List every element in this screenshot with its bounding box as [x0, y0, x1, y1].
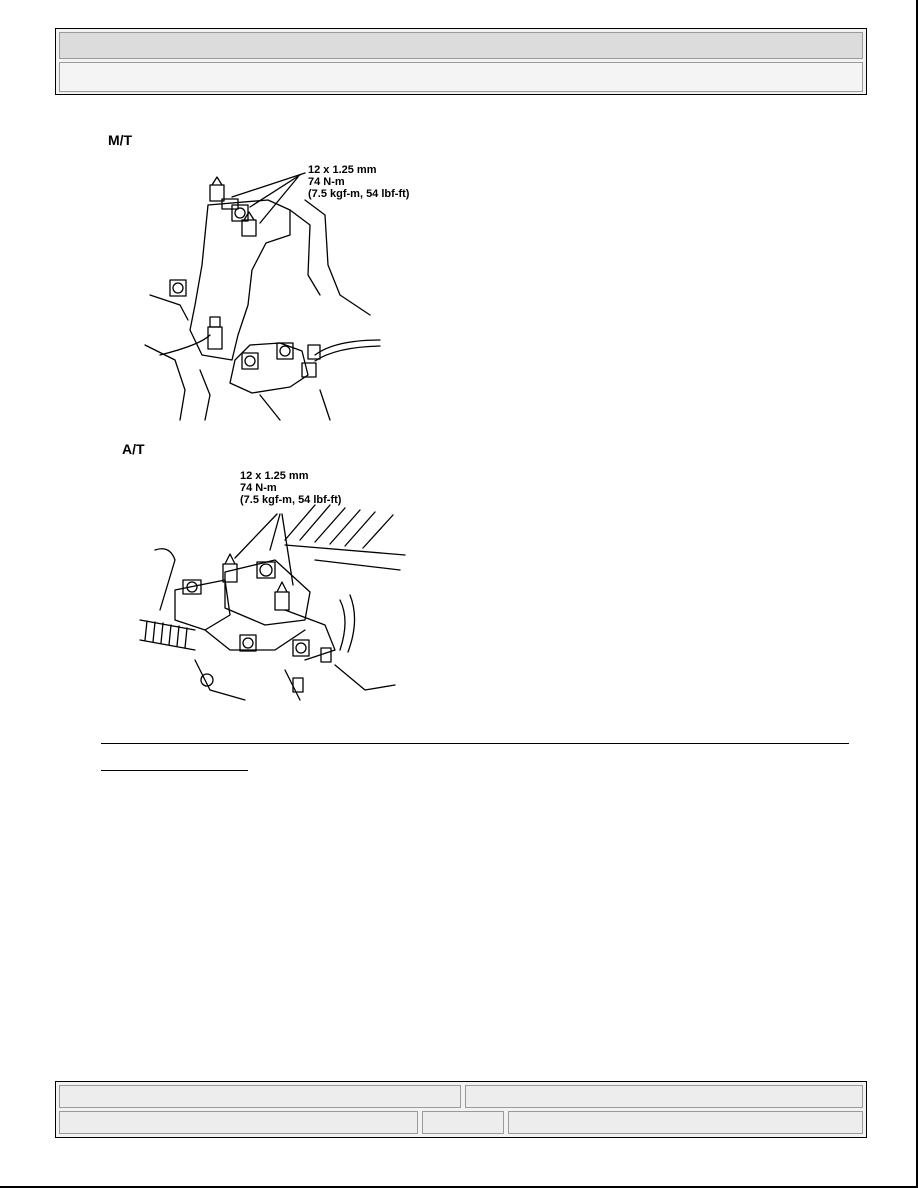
footer-cell-5	[508, 1111, 863, 1134]
mt-callout-torque: 74 N-m	[308, 176, 345, 188]
header-row-1	[59, 32, 863, 59]
footer-cell-3	[59, 1111, 418, 1134]
footer-cell-4	[422, 1111, 504, 1134]
mt-callout-conv: (7.5 kgf-m, 54 lbf-ft)	[308, 188, 410, 200]
at-callout-conv: (7.5 kgf-m, 54 lbf-ft)	[240, 494, 342, 506]
mt-label: M/T	[108, 132, 133, 148]
header-row-2	[59, 62, 863, 92]
footer-table	[55, 1081, 867, 1138]
short-rule	[101, 770, 248, 771]
at-label: A/T	[122, 441, 145, 457]
at-callout-torque: 74 N-m	[240, 482, 277, 494]
footer-cell-1	[59, 1085, 461, 1108]
horizontal-rule	[101, 743, 849, 744]
at-mount-illustration	[139, 504, 406, 701]
at-callout-size: 12 x 1.25 mm	[240, 470, 309, 482]
mt-mount-illustration	[144, 172, 381, 421]
header-table	[55, 28, 867, 95]
mt-callout-size: 12 x 1.25 mm	[308, 164, 377, 176]
mt-callout: 12 x 1.25 mm 74 N-m (7.5 kgf-m, 54 lbf-f…	[308, 164, 409, 200]
at-callout: 12 x 1.25 mm 74 N-m (7.5 kgf-m, 54 lbf-f…	[240, 470, 341, 506]
footer-cell-2	[465, 1085, 863, 1108]
